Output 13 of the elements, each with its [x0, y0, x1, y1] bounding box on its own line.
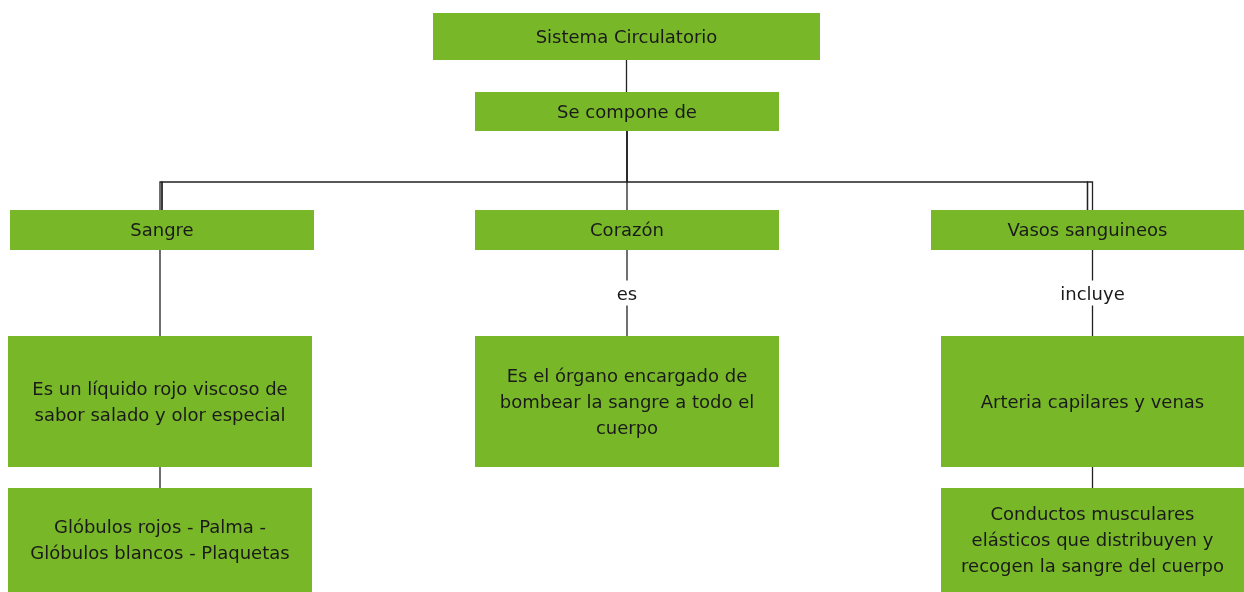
concept-box: Glóbulos rojos - Palma -Glóbulos blancos - Plaquetas — [8, 488, 312, 592]
concept-box: Se compone de — [475, 92, 779, 131]
concept-box: Vasos sanguineos — [931, 210, 1244, 250]
connector-line — [625, 59, 628, 93]
concept-box: Arteria capilares y venas — [941, 336, 1244, 467]
concept-box: Corazón — [475, 210, 779, 250]
concept-box: Sangre — [10, 210, 314, 250]
concept-box: Es un líquido rojo viscoso de sabor salado y olor especial — [8, 336, 312, 467]
connector-line — [159, 466, 161, 489]
connector-line — [1091, 466, 1094, 489]
concept-box: Es el órgano encargado de bombear la sangre a todo el cuerpo — [475, 336, 779, 467]
concept-box: Conductos musculares elásticos que distribuyen y recogen la sangre del cuerpo — [941, 488, 1244, 592]
concept-box: Sistema Circulatorio — [433, 13, 820, 60]
